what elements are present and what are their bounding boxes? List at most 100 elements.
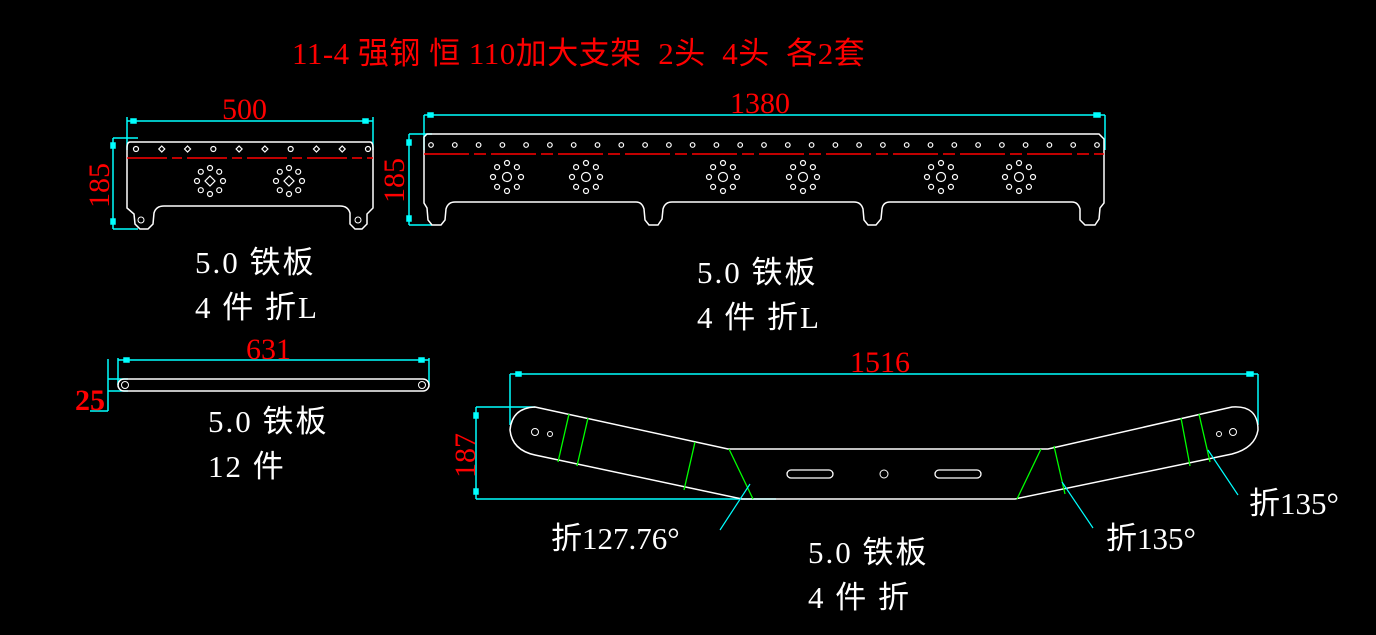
hole — [947, 164, 955, 171]
hole — [951, 173, 959, 181]
part-631-height-label: 25 — [75, 384, 105, 417]
hole — [216, 187, 223, 194]
hole — [1025, 183, 1033, 190]
part-631-width-dimension — [117, 357, 430, 385]
part-1516-hole — [531, 428, 539, 436]
hole — [809, 183, 817, 190]
hole — [596, 173, 604, 181]
hole — [235, 145, 243, 153]
hole — [523, 142, 529, 148]
hole — [295, 187, 302, 194]
hole — [272, 177, 280, 185]
hole — [494, 183, 501, 190]
hole — [513, 164, 521, 171]
part-1516-hole — [1216, 431, 1222, 437]
hole — [503, 187, 511, 195]
part-1516-height-label: 187 — [449, 433, 482, 478]
part-1516-outline — [509, 406, 1259, 500]
part-1516-note-qty: 4 件 折 — [808, 580, 911, 615]
hole — [261, 145, 269, 153]
part-1516-drawing — [473, 371, 1259, 531]
hole — [572, 164, 580, 171]
part-500-mount-hole — [354, 216, 362, 224]
part-500-holes — [132, 145, 372, 198]
hole — [1029, 173, 1037, 181]
part-1516-hole — [547, 431, 553, 437]
hole — [947, 183, 955, 190]
hole — [298, 177, 306, 185]
hole — [784, 142, 791, 148]
hole — [733, 173, 741, 181]
part-500-note-material: 5.0 铁板 — [195, 245, 316, 280]
part-1516-note-material: 5.0 铁板 — [808, 535, 929, 570]
hole — [689, 142, 696, 148]
hole — [197, 168, 204, 175]
part-1516-width-label: 1516 — [850, 346, 910, 379]
hole — [799, 159, 807, 167]
drawing-title: 11-4 强钢 恒 110加大支架 2头 4头 各2套 — [292, 36, 866, 71]
hole — [592, 183, 600, 190]
hole — [592, 164, 600, 171]
hole — [1005, 183, 1013, 190]
hole — [935, 171, 947, 183]
hole — [206, 190, 214, 198]
hole — [494, 164, 501, 171]
hole — [276, 168, 283, 175]
hole — [283, 175, 295, 187]
hole — [903, 142, 910, 148]
hole — [197, 187, 204, 194]
hole — [489, 173, 497, 181]
hole — [475, 142, 482, 148]
hole — [1022, 142, 1029, 148]
hole — [582, 187, 590, 195]
hole — [666, 142, 672, 148]
hole — [1015, 159, 1023, 167]
hole — [193, 177, 201, 185]
hole — [832, 142, 839, 148]
hole — [219, 177, 227, 185]
hole — [737, 142, 744, 148]
hole — [183, 145, 192, 153]
hole — [705, 173, 713, 181]
hole — [927, 183, 935, 190]
hole — [785, 173, 793, 181]
hole — [799, 187, 807, 195]
hole — [1005, 164, 1013, 171]
hole — [729, 183, 737, 190]
hole — [285, 164, 293, 172]
hole — [568, 173, 576, 181]
part-1516-bend-lines — [557, 413, 1211, 500]
part-1380-width-label: 1380 — [730, 87, 790, 120]
hole — [880, 142, 886, 148]
part-500-drawing — [110, 117, 374, 230]
hole — [1001, 173, 1009, 181]
part-1516-slot — [786, 469, 834, 479]
hole — [761, 142, 767, 148]
hole — [937, 159, 945, 167]
part-631-end-hole — [418, 381, 426, 389]
part-1516-slot — [934, 469, 982, 479]
part-631-width-label: 631 — [246, 333, 291, 366]
hole — [503, 159, 511, 167]
hole — [216, 168, 223, 175]
hole — [501, 171, 513, 183]
hole — [451, 142, 458, 148]
hole — [809, 164, 817, 171]
part-500-height-dimension — [110, 137, 138, 230]
part-1516-hole — [879, 469, 889, 479]
part-500-note-qty: 4 件 折L — [195, 290, 319, 325]
part-1516-hole — [1229, 428, 1237, 436]
part-500-width-dimension — [126, 117, 374, 150]
hole — [582, 159, 590, 167]
hole — [594, 142, 601, 148]
hole — [729, 164, 737, 171]
hole — [618, 142, 625, 148]
hole — [1013, 171, 1025, 183]
hole — [206, 164, 214, 172]
bend-angle-label-far-right: 折135° — [1249, 486, 1339, 521]
part-500-width-label: 500 — [222, 93, 267, 126]
hole — [157, 145, 166, 153]
part-1380-holes — [428, 142, 1100, 195]
part-1516-height-dimension — [473, 406, 776, 500]
